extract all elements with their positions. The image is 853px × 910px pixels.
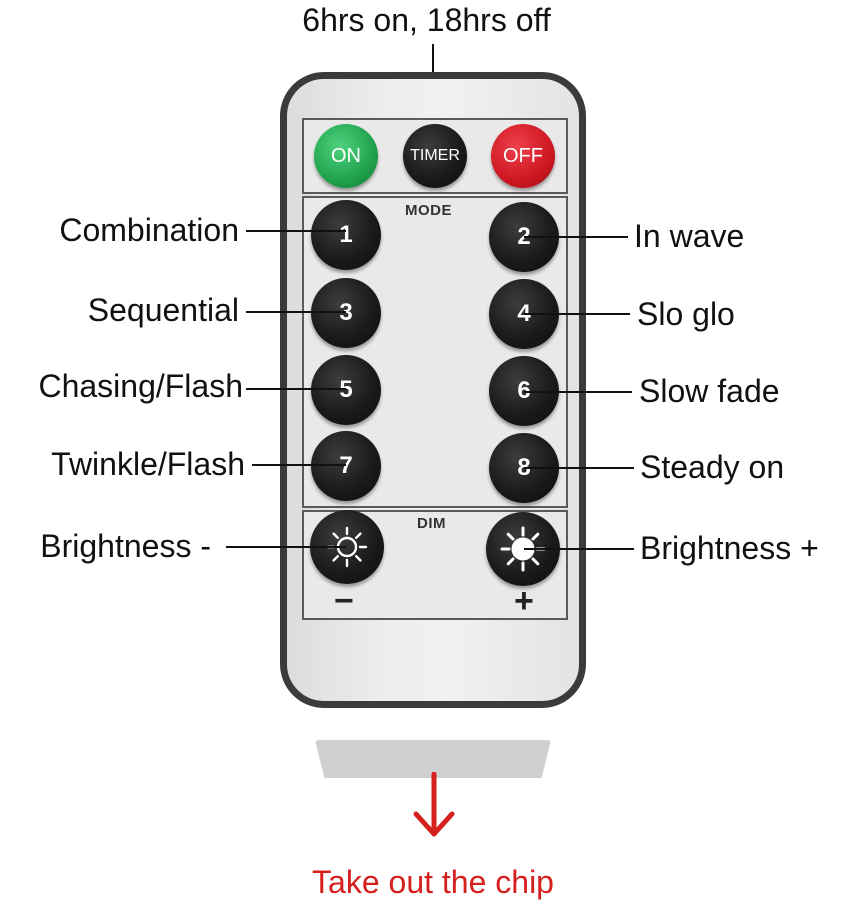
minus-sign: − [334,582,354,620]
mode-2-leader-line [524,236,628,238]
chip-callout: Take out the chip [312,864,554,900]
mode-1-label: Combination [59,212,239,248]
mode-3-leader-line [246,311,346,313]
timer-callout: 6hrs on, 18hrs off [302,2,551,38]
mode-1-button[interactable]: 1 [311,200,381,270]
mode-section-label: MODE [405,202,452,219]
mode-5-leader-line [246,388,346,390]
on-button[interactable]: ON [314,124,378,188]
mode-6-label: Slow fade [639,373,780,409]
mode-8-label: Steady on [640,449,785,485]
mode-7-label: Twinkle/Flash [51,446,245,482]
brightness-down-leader-line [226,546,346,548]
mode-6-leader-line [524,391,632,393]
mode-1-leader-line [246,230,346,232]
timer-button[interactable]: TIMER [403,124,467,188]
mode-3-label: Sequential [87,292,239,328]
mode-4-leader-line [524,313,630,315]
off-button[interactable]: OFF [491,124,555,188]
mode-2-label: In wave [634,218,745,254]
plus-sign: + [514,582,534,620]
dim-section-label: DIM [417,515,446,532]
mode-7-leader-line [252,464,346,466]
mode-5-button[interactable]: 5 [311,355,381,425]
mode-8-leader-line [524,467,634,469]
brightness-up-leader-line [524,548,634,550]
mode-3-button[interactable]: 3 [311,278,381,348]
arrow-down-icon [413,772,455,837]
brightness-up-label: Brightness + [640,530,819,566]
mode-5-label: Chasing/Flash [38,368,243,404]
battery-chip-tab[interactable] [315,740,551,778]
mode-7-button[interactable]: 7 [311,431,381,501]
mode-4-label: Slo glo [637,296,735,332]
brightness-down-label: Brightness - [40,528,211,564]
